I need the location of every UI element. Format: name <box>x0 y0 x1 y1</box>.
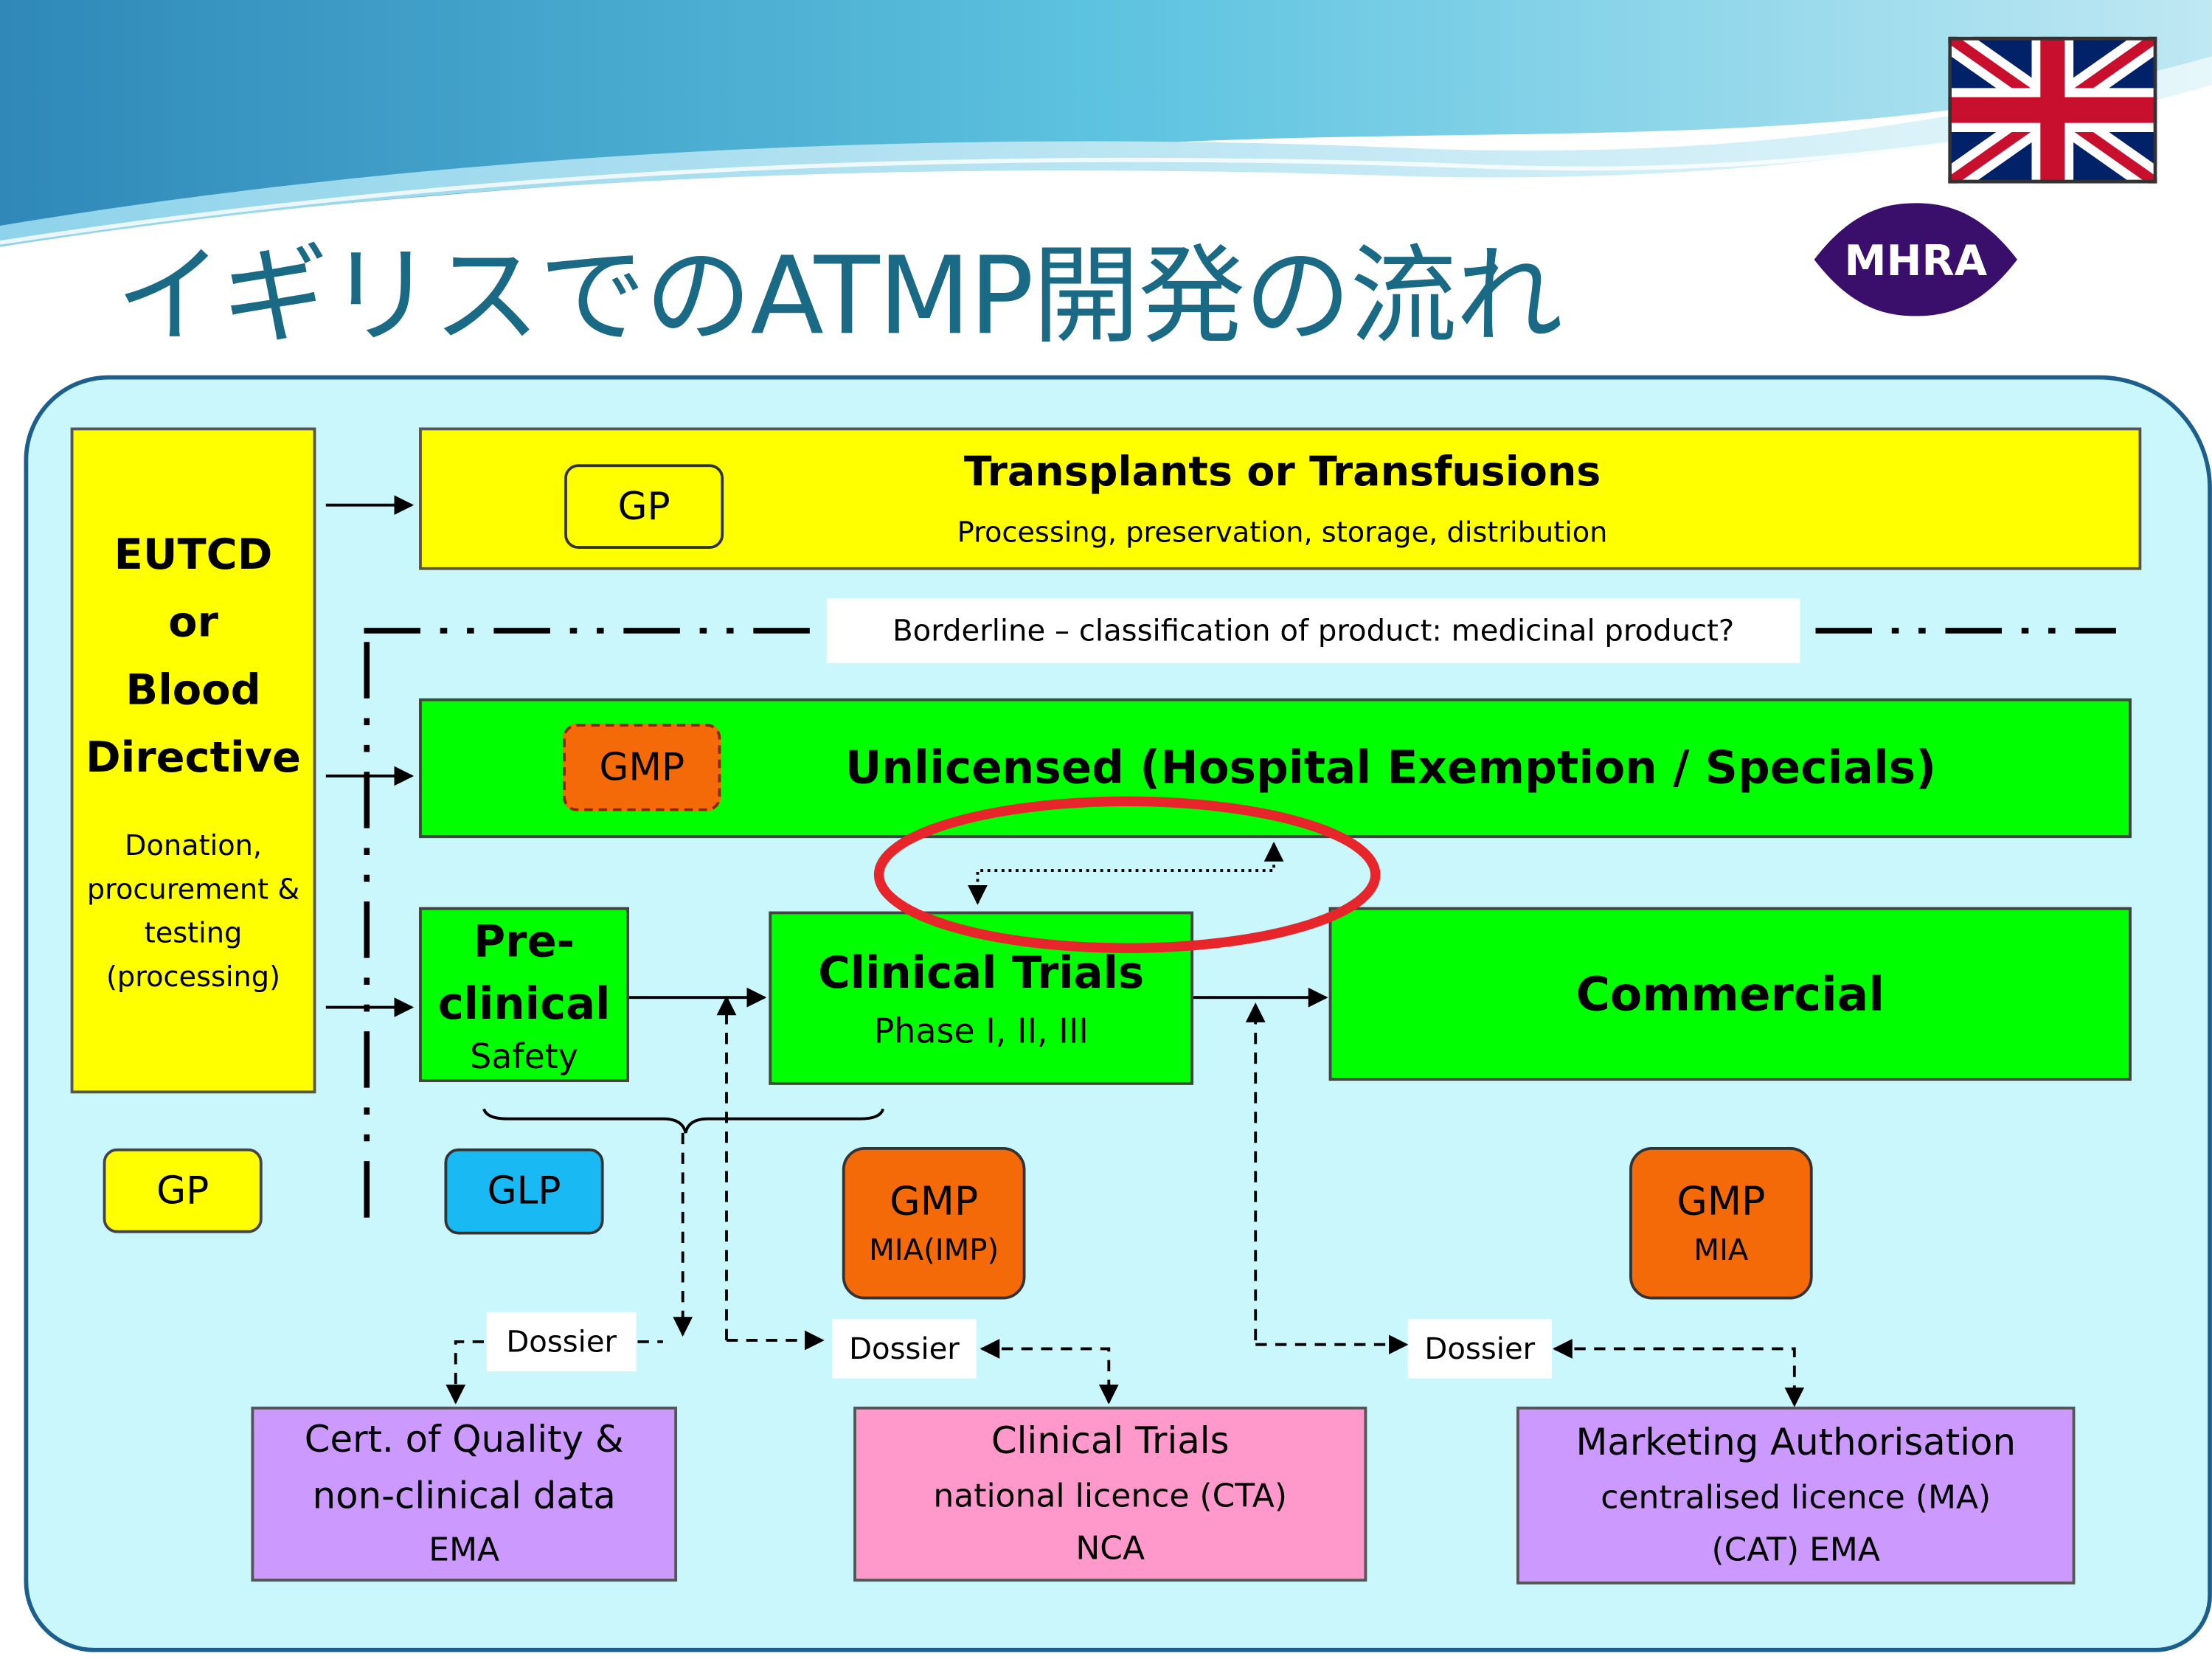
ma-licence-line3: (CAT) EMA <box>1711 1532 1880 1569</box>
transplants-title: Transplants or Transfusions <box>963 447 1601 496</box>
directive-line1: EUTCD <box>114 530 273 581</box>
gmp-imp-line1: GMP <box>890 1178 979 1225</box>
mhra-logo: MHRA <box>1808 194 2023 325</box>
gmp-mia-line1: GMP <box>1677 1178 1766 1225</box>
directive-sub3: testing <box>144 915 243 950</box>
quality-data-box: Cert. of Quality & non-clinical data EMA <box>251 1406 678 1582</box>
directive-sub2: procurement & <box>86 871 300 906</box>
preclinical-line1: Pre- <box>473 917 575 969</box>
directive-sub4: (processing) <box>106 959 281 994</box>
clinical-trials-title: Clinical Trials <box>818 947 1145 999</box>
gmp-badge-unlicensed: GMP <box>563 724 721 811</box>
clinical-trials-subtitle: Phase I, II, III <box>873 1011 1089 1050</box>
dossier-label-3: Dossier <box>1407 1319 1552 1379</box>
transplants-box: GP Transplants or Transfusions Processin… <box>419 427 2142 570</box>
preclinical-line2: clinical <box>437 979 611 1031</box>
quality-data-line2: non-clinical data <box>312 1475 616 1518</box>
directive-line2: or <box>168 598 218 648</box>
cta-licence-line2: national licence (CTA) <box>933 1478 1288 1516</box>
highlight-ellipse <box>873 796 1381 953</box>
directive-box: EUTCD or Blood Directive Donation, procu… <box>70 427 316 1094</box>
gp-badge-left: GP <box>103 1148 263 1233</box>
mhra-logo-text: MHRA <box>1844 236 1987 285</box>
preclinical-line3: Safety <box>470 1036 578 1077</box>
gmp-imp-line2: MIA(IMP) <box>869 1233 999 1267</box>
ma-licence-line1: Marketing Authorisation <box>1575 1421 2016 1465</box>
commercial-box: Commercial <box>1328 907 2132 1081</box>
directive-line4: Directive <box>86 733 301 783</box>
directive-line3: Blood <box>125 665 261 716</box>
gmp-imp-badge: GMP MIA(IMP) <box>842 1146 1026 1300</box>
quality-data-line1: Cert. of Quality & <box>304 1419 624 1462</box>
ma-licence-box: Marketing Authorisation centralised lice… <box>1516 1406 2076 1584</box>
transplants-subtitle: Processing, preservation, storage, distr… <box>957 515 1608 550</box>
gmp-mia-line2: MIA <box>1693 1233 1749 1267</box>
union-jack-icon <box>1948 36 2157 184</box>
ma-licence-line2: centralised licence (MA) <box>1601 1480 1991 1517</box>
slide-title: イギリスでのATMP開発の流れ <box>115 232 1563 359</box>
cta-licence-box: Clinical Trials national licence (CTA) N… <box>853 1406 1367 1582</box>
clinical-trials-box: Clinical Trials Phase I, II, III <box>769 911 1194 1085</box>
dossier-label-1: Dossier <box>486 1312 637 1372</box>
borderline-label: Borderline – classification of product: … <box>826 598 1800 663</box>
unlicensed-title: Unlicensed (Hospital Exemption / Special… <box>845 741 1937 794</box>
dossier-label-2: Dossier <box>832 1319 977 1379</box>
directive-sub1: Donation, <box>125 828 263 862</box>
preclinical-box: Pre- clinical Safety <box>419 907 630 1082</box>
cta-licence-line3: NCA <box>1075 1531 1145 1568</box>
cta-licence-line1: Clinical Trials <box>991 1420 1230 1464</box>
commercial-title: Commercial <box>1575 966 1885 1022</box>
gmp-mia-badge: GMP MIA <box>1629 1146 1813 1300</box>
glp-badge: GLP <box>444 1148 604 1235</box>
quality-data-line3: EMA <box>429 1532 500 1569</box>
gp-badge-transplants: GP <box>564 464 724 550</box>
